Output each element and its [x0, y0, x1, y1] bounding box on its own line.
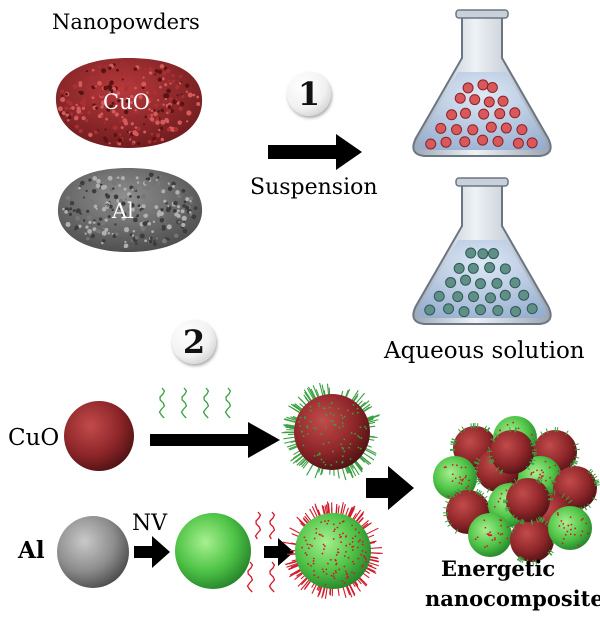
suspension-arrow — [268, 134, 362, 170]
cuo-powder-label: CuO — [103, 90, 150, 114]
al-particle — [57, 516, 129, 588]
grafting-arrow-al — [264, 538, 294, 566]
al-particle-label: Al — [18, 537, 45, 564]
nv-arrow — [134, 536, 170, 568]
flask-al-suspension — [413, 178, 550, 324]
step-2-badge: 2 — [172, 320, 216, 364]
energetic-nanocomposite-cluster — [433, 416, 600, 565]
cuo-particle — [64, 401, 134, 471]
grafting-arrow-cuo — [150, 422, 280, 458]
nv-label: NV — [132, 511, 167, 536]
al-green-coated-particle — [175, 513, 251, 589]
aqueous-solution-label: Aqueous solution — [384, 338, 585, 364]
nanopowders-title: Nanopowders — [52, 10, 200, 34]
assembly-arrow — [366, 466, 414, 510]
cuo-functionalized-particle — [282, 383, 380, 480]
suspension-label: Suspension — [250, 175, 378, 200]
al-functionalized-particle — [283, 502, 383, 599]
cuo-particle-label: CuO — [8, 425, 59, 451]
al-powder-label: Al — [112, 199, 134, 223]
energetic-label: Energetic — [441, 556, 555, 581]
step-1-badge: 1 — [287, 72, 331, 116]
nanocomposite-label: nanocomposite — [425, 586, 600, 611]
flask-cuo-suspension — [413, 10, 550, 156]
green-ligand-strands — [160, 388, 231, 418]
